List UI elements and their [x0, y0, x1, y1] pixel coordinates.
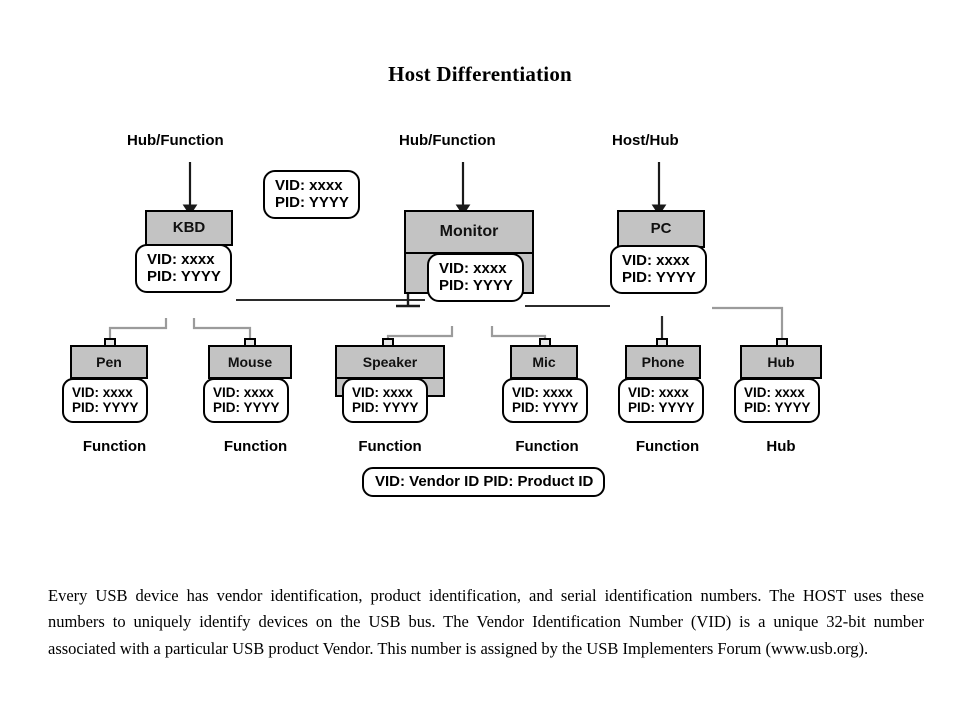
device-box-hub[interactable]: Hub	[740, 345, 822, 379]
callout-pen: VID: xxxx PID: YYYY	[62, 378, 148, 423]
callout-vid-line: VID: xxxx	[72, 385, 133, 400]
body-paragraph: Every USB device has vendor identificati…	[48, 585, 924, 658]
upstream-bus	[236, 299, 610, 307]
callout-pid-line: PID: YYYY	[744, 400, 811, 416]
callout-pid-line: PID: YYYY	[147, 268, 221, 286]
device-label-pen: Pen	[96, 353, 122, 370]
legend-pid-line: PID: Product ID	[483, 473, 594, 490]
device-label-monitor: Monitor	[439, 222, 499, 240]
callout-vid-line: VID: xxxx	[213, 385, 274, 400]
callout-vid-line: VID: xxxx	[352, 385, 413, 400]
role-arrows	[182, 162, 667, 216]
callout-mouse: VID: xxxx PID: YYYY	[203, 378, 289, 423]
callout-monitor: VID: xxxx PID: YYYY	[427, 253, 524, 303]
callout-vid-line: VID: xxxx	[628, 385, 689, 400]
callout-vid-line: VID: xxxx	[275, 177, 343, 194]
device-box-mouse[interactable]: Mouse	[208, 345, 292, 379]
device-label-mic: Mic	[532, 353, 556, 370]
callout-kbd: VID: xxxx PID: YYYY	[135, 244, 232, 294]
device-box-mic[interactable]: Mic	[510, 345, 578, 379]
callout-pid-line: PID: YYYY	[213, 400, 280, 416]
device-box-pc[interactable]: PC	[617, 210, 705, 248]
role-label-pc: Host/Hub	[612, 132, 679, 149]
device-box-speaker[interactable]: Speaker	[335, 345, 445, 379]
device-label-speaker: Speaker	[362, 353, 418, 370]
callout-vid-line: VID: xxxx	[147, 251, 215, 268]
role-label-monitor: Hub/Function	[399, 132, 496, 149]
legend-vid-line: VID: Vendor ID	[375, 473, 480, 490]
callout-pid-line: PID: YYYY	[275, 194, 349, 212]
device-label-hub: Hub	[767, 353, 795, 370]
connector-stub-phone	[656, 338, 668, 347]
callout-vid-line: VID: xxxx	[512, 385, 573, 400]
connector-stub-hub	[776, 338, 788, 347]
device-label-kbd: KBD	[172, 219, 206, 236]
device-label-mouse: Mouse	[227, 353, 273, 370]
callout-speaker: VID: xxxx PID: YYYY	[342, 378, 428, 423]
device-box-kbd[interactable]: KBD	[145, 210, 233, 246]
caption-hub: Hub	[766, 438, 796, 455]
connector-stub-speaker	[382, 338, 394, 347]
kbd-downstream-wires	[108, 318, 252, 340]
pc-downstream-wires	[660, 306, 784, 342]
caption-mouse: Function	[223, 438, 288, 455]
legend-vid-pid: VID: Vendor ID PID: Product ID	[362, 467, 606, 498]
usb-topology-diagram: Hub/Function Hub/Function Host/Hub VID: …	[0, 110, 960, 530]
caption-mic: Function	[515, 438, 579, 455]
callout-vid-line: VID: xxxx	[744, 385, 805, 400]
callout-mic: VID: xxxx PID: YYYY	[502, 378, 588, 423]
callout-hub: VID: xxxx PID: YYYY	[734, 378, 820, 423]
caption-phone: Function	[635, 438, 700, 455]
caption-pen: Function	[82, 438, 147, 455]
device-label-pc: PC	[650, 220, 672, 237]
callout-vid-line: VID: xxxx	[439, 260, 507, 277]
callout-floating: VID: xxxx PID: YYYY	[263, 170, 360, 220]
callout-pid-line: PID: YYYY	[512, 400, 579, 416]
connector-stub-mic	[539, 338, 551, 347]
callout-vid-line: VID: xxxx	[622, 252, 690, 269]
connector-stub-mouse	[244, 338, 256, 347]
monitor-downstream-wires	[386, 326, 547, 342]
callout-pid-line: PID: YYYY	[628, 400, 695, 416]
device-box-phone[interactable]: Phone	[625, 345, 701, 379]
callout-phone: VID: xxxx PID: YYYY	[618, 378, 704, 423]
connector-stub-pen	[104, 338, 116, 347]
callout-pid-line: PID: YYYY	[622, 269, 696, 287]
callout-pid-line: PID: YYYY	[352, 400, 419, 416]
device-box-pen[interactable]: Pen	[70, 345, 148, 379]
device-label-phone: Phone	[641, 353, 685, 370]
callout-pc: VID: xxxx PID: YYYY	[610, 245, 707, 295]
callout-pid-line: PID: YYYY	[72, 400, 139, 416]
monitor-side-stub-wire	[396, 294, 420, 308]
callout-pid-line: PID: YYYY	[439, 277, 513, 295]
caption-speaker: Function	[358, 438, 422, 455]
role-label-kbd: Hub/Function	[127, 132, 224, 149]
device-box-monitor[interactable]: Monitor	[404, 210, 534, 254]
page-title: Host Differentiation	[388, 62, 572, 86]
